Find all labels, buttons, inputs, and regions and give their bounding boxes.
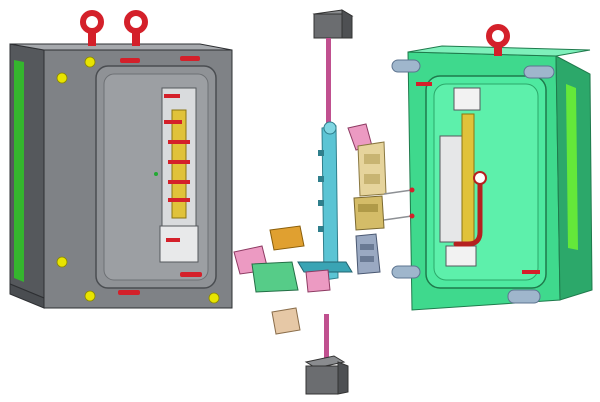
screw: [168, 198, 190, 202]
pink-lower-insert-right: [305, 269, 331, 293]
exploded-components: [233, 9, 415, 395]
screw: [168, 140, 190, 144]
moving-half-screws: [416, 82, 540, 274]
sprue-base-plate: [297, 261, 353, 273]
hot-runner-hose: [453, 175, 483, 247]
corner-marker: [208, 292, 220, 304]
moving-half-locating-pins: [391, 59, 555, 304]
locating-pin: [523, 65, 555, 79]
fixed-half-bottom-face: [9, 283, 45, 309]
corner-marker: [56, 72, 68, 84]
insert-slot: [364, 154, 380, 164]
insert-slot: [364, 174, 380, 184]
screw: [168, 180, 190, 184]
insert-slot: [360, 256, 374, 262]
moving-mold-half: [391, 24, 593, 311]
bottom-ejector-rod: [324, 314, 329, 370]
locating-pin: [391, 265, 421, 279]
lifting-eye-shank: [88, 30, 96, 46]
screw: [168, 160, 190, 164]
corner-marker: [84, 290, 96, 302]
hot-runner-nozzle: [473, 171, 487, 185]
pin-tip: [409, 187, 415, 193]
fixed-half-corner-markers: [56, 56, 220, 304]
screw: [164, 94, 180, 98]
moving-half-lifting-eye: [486, 24, 510, 48]
blue-grey-insert-block: [355, 233, 381, 275]
screw: [180, 272, 202, 277]
sprue-fittings: [318, 150, 324, 232]
connector-pin: [383, 215, 413, 221]
bottom-cylinder: [304, 355, 349, 395]
tan-insert-block: [271, 307, 301, 335]
fixed-half-lower-insert: [159, 225, 199, 263]
insert-slot: [360, 244, 374, 250]
lifting-eye-shank: [132, 30, 140, 46]
screw: [180, 56, 200, 61]
screw: [522, 270, 540, 274]
screw: [118, 290, 140, 295]
orange-insert-block: [269, 225, 305, 251]
lifting-eye-shank: [494, 44, 502, 56]
corner-marker: [56, 256, 68, 268]
fixed-half-lifting-eyes: [80, 10, 148, 34]
fixed-mold-half: [9, 10, 233, 309]
fitting: [318, 226, 324, 232]
moving-half-side-stripe: [566, 84, 578, 250]
top-ejector-rod: [326, 38, 331, 128]
sprue-head: [323, 121, 337, 135]
corner-marker: [84, 56, 96, 68]
fitting: [318, 176, 324, 182]
top-cylinder: [312, 9, 354, 39]
moving-half-slider: [461, 113, 475, 247]
screw: [120, 58, 140, 63]
lifting-eye: [80, 10, 104, 34]
screw: [166, 238, 180, 242]
screw: [164, 120, 182, 124]
fitting: [318, 200, 324, 206]
connector-pin: [383, 189, 413, 195]
fitting: [318, 150, 324, 156]
connector-pins: [383, 189, 413, 221]
olive-insert-block: [353, 195, 385, 231]
fixed-half-side-stripe: [14, 60, 24, 282]
pin-tip: [409, 213, 415, 219]
screw: [416, 82, 432, 86]
fixed-half-insert-screws: [164, 94, 190, 242]
lifting-eye: [124, 10, 148, 34]
fixed-half-plate-screws: [118, 56, 202, 295]
moving-half-top-insert: [453, 87, 481, 111]
green-lower-insert: [251, 261, 299, 293]
beige-insert-block: [357, 141, 387, 197]
insert-slot: [358, 204, 378, 212]
fixed-half-sprue-point: [154, 172, 158, 176]
fixed-half-top-face: [9, 43, 233, 51]
locating-pin: [391, 59, 421, 73]
locating-pin: [507, 289, 541, 304]
sprue-bushing-bar: [321, 125, 339, 281]
moving-half-lower-insert: [445, 245, 477, 267]
